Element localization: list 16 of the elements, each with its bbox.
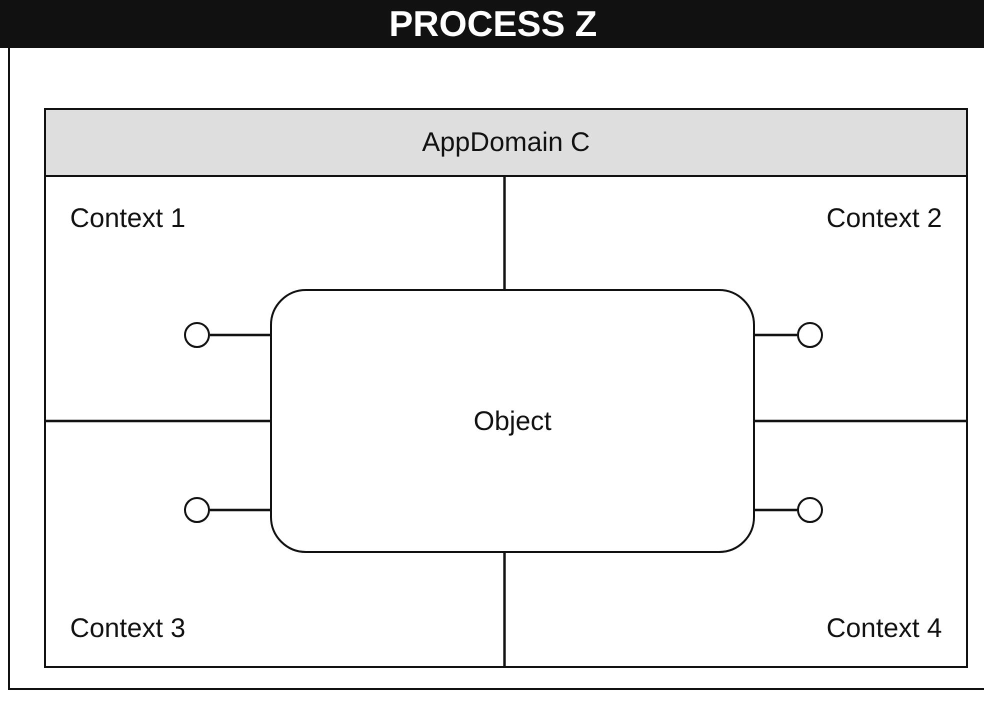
interface-circle [184, 322, 210, 348]
context-label: Context 3 [70, 613, 186, 644]
interface-circle [184, 497, 210, 523]
title-bar: PROCESS Z [0, 0, 984, 48]
context-label: Context 2 [826, 203, 942, 234]
interface-circle [797, 497, 823, 523]
connector-line [755, 508, 797, 512]
object-box: Object [270, 289, 755, 553]
connector-line [210, 508, 270, 512]
context-label: Context 1 [70, 203, 186, 234]
domain-box [44, 108, 968, 668]
interface-circle [797, 322, 823, 348]
connector-line [210, 334, 270, 336]
context-label: Context 4 [826, 613, 942, 644]
header-band: AppDomain C [46, 110, 966, 177]
connector-line [755, 334, 797, 336]
